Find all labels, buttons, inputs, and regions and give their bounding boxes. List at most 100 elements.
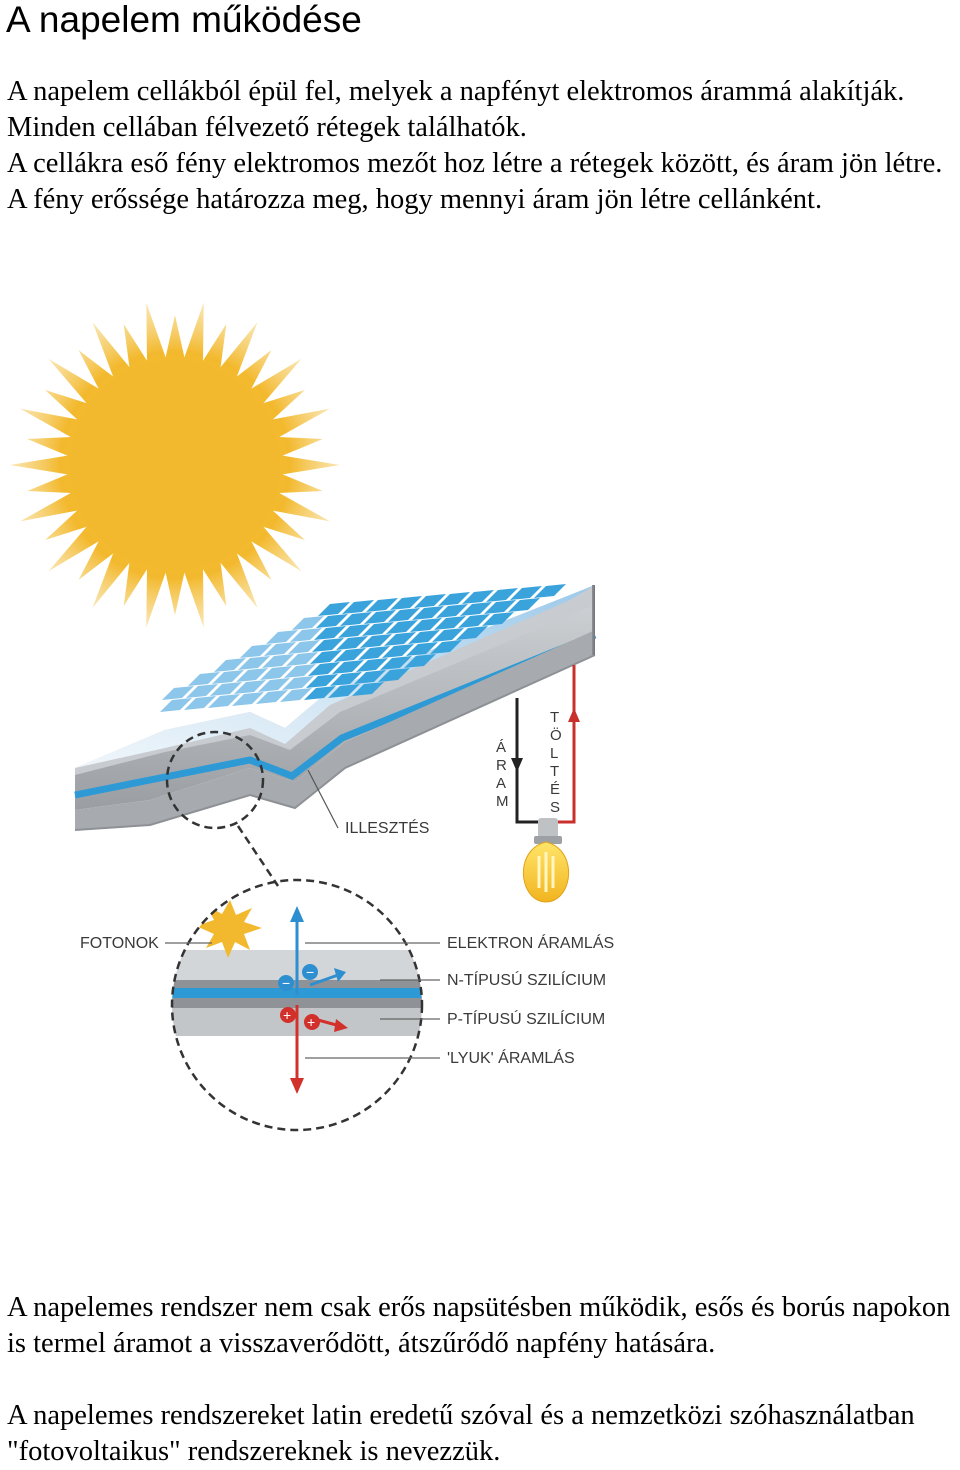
solar-cell bbox=[214, 658, 246, 672]
junction-zoom: − − + + bbox=[170, 878, 424, 1132]
solar-cell bbox=[408, 630, 440, 644]
solar-cell bbox=[314, 626, 346, 640]
solar-cell bbox=[240, 644, 272, 658]
light-bulb-icon bbox=[523, 818, 569, 903]
solar-cell bbox=[306, 674, 338, 688]
solar-cell bbox=[188, 672, 220, 686]
circuit: Á R A M T Ö L T É S bbox=[496, 665, 580, 903]
solar-cell bbox=[484, 600, 516, 614]
outro-paragraph: A napelemes rendszer nem csak erős napsü… bbox=[7, 1292, 951, 1359]
solar-cell bbox=[366, 598, 398, 612]
solar-cell bbox=[414, 594, 446, 608]
solar-cell bbox=[510, 586, 542, 600]
solar-cell bbox=[486, 588, 518, 602]
solar-cell bbox=[318, 602, 350, 616]
solar-cell bbox=[390, 596, 422, 610]
solar-cell bbox=[362, 622, 394, 636]
solar-cell bbox=[304, 686, 336, 700]
solar-cell bbox=[238, 656, 270, 670]
solar-cell bbox=[334, 648, 366, 662]
solar-cell bbox=[434, 616, 466, 630]
solar-cell bbox=[332, 660, 364, 674]
solar-cell bbox=[256, 690, 288, 704]
solar-cell bbox=[508, 598, 540, 612]
label-fotonok: FOTONOK bbox=[80, 935, 159, 952]
solar-cell bbox=[410, 618, 442, 632]
solar-cell bbox=[342, 600, 374, 614]
intro-paragraph: A fény erőssége határozza meg, hogy menn… bbox=[7, 184, 823, 215]
label-lyuk-aramlas: 'LYUK' ÁRAMLÁS bbox=[447, 1048, 575, 1067]
solar-cell bbox=[266, 630, 298, 644]
intro-paragraph: A cellákra eső fény elektromos mezőt hoz… bbox=[7, 148, 943, 179]
solar-cell bbox=[234, 680, 266, 694]
solar-cell bbox=[382, 644, 414, 658]
solar-cell bbox=[436, 604, 468, 618]
vertical-label-aram: Á R A M bbox=[496, 739, 509, 810]
intro-paragraph: Minden cellában félvezető rétegek találh… bbox=[7, 112, 527, 143]
solar-cell bbox=[292, 616, 324, 630]
solar-cell bbox=[534, 584, 566, 598]
solar-cell bbox=[330, 672, 362, 686]
solar-cell bbox=[386, 620, 418, 634]
solar-cell bbox=[358, 646, 390, 660]
solar-cell bbox=[458, 614, 490, 628]
solar-cell bbox=[432, 628, 464, 642]
svg-text:+: + bbox=[307, 1014, 315, 1030]
solar-cell-grid bbox=[160, 584, 566, 712]
solar-cell bbox=[162, 686, 194, 700]
solar-cell bbox=[482, 612, 514, 626]
solar-cell bbox=[356, 658, 388, 672]
svg-text:Á: Á bbox=[496, 739, 506, 756]
svg-text:L: L bbox=[550, 745, 558, 762]
svg-text:S: S bbox=[550, 799, 560, 816]
label-n-tipus: N-TÍPUSÚ SZILÍCIUM bbox=[447, 970, 606, 989]
solar-cell bbox=[316, 614, 348, 628]
solar-cell bbox=[290, 628, 322, 642]
solar-cell bbox=[412, 606, 444, 620]
junction-highlight bbox=[165, 730, 265, 830]
label-illesztes: ILLESZTÉS bbox=[345, 818, 429, 837]
solar-cell bbox=[462, 590, 494, 604]
outro-paragraph: A napelemes rendszereket latin eredetű s… bbox=[7, 1400, 915, 1467]
solar-cell bbox=[404, 654, 436, 668]
solar-cell bbox=[260, 666, 292, 680]
svg-text:Ö: Ö bbox=[550, 726, 562, 744]
svg-text:R: R bbox=[496, 757, 507, 774]
sun-icon bbox=[10, 302, 340, 628]
solar-cell bbox=[354, 670, 386, 684]
page-title: A napelem működése bbox=[6, 0, 362, 40]
solar-cell bbox=[232, 692, 264, 706]
svg-text:−: − bbox=[306, 964, 314, 980]
solar-cell bbox=[328, 684, 360, 698]
solar-cell bbox=[384, 632, 416, 646]
solar-cell bbox=[308, 662, 340, 676]
solar-cell bbox=[184, 696, 216, 710]
solar-cell bbox=[280, 688, 312, 702]
solar-panel-diagram: ILLESZTÉS Á R A M T Ö L T É S bbox=[10, 302, 614, 1132]
svg-text:−: − bbox=[282, 975, 290, 991]
solar-cell bbox=[388, 608, 420, 622]
solar-cell bbox=[160, 698, 192, 712]
solar-cell bbox=[364, 610, 396, 624]
solar-cell bbox=[352, 682, 384, 696]
label-p-tipus: P-TÍPUSÚ SZILÍCIUM bbox=[447, 1009, 605, 1028]
svg-text:T: T bbox=[550, 709, 559, 726]
svg-text:A: A bbox=[496, 775, 506, 792]
solar-cell bbox=[210, 682, 242, 696]
solar-cell bbox=[460, 602, 492, 616]
svg-text:É: É bbox=[550, 781, 560, 798]
svg-text:+: + bbox=[283, 1007, 291, 1023]
solar-cell bbox=[262, 654, 294, 668]
svg-text:T: T bbox=[550, 763, 559, 780]
svg-text:M: M bbox=[496, 793, 509, 810]
solar-cell bbox=[212, 670, 244, 684]
solar-cell bbox=[340, 612, 372, 626]
solar-cell bbox=[258, 678, 290, 692]
solar-cell bbox=[430, 640, 462, 654]
solar-cell bbox=[208, 694, 240, 708]
outro-text: A napelemes rendszer nem csak erős napsü… bbox=[7, 1290, 957, 1470]
solar-cell bbox=[338, 624, 370, 638]
solar-cell bbox=[378, 668, 410, 682]
solar-cell bbox=[286, 652, 318, 666]
solar-cell bbox=[456, 626, 488, 640]
